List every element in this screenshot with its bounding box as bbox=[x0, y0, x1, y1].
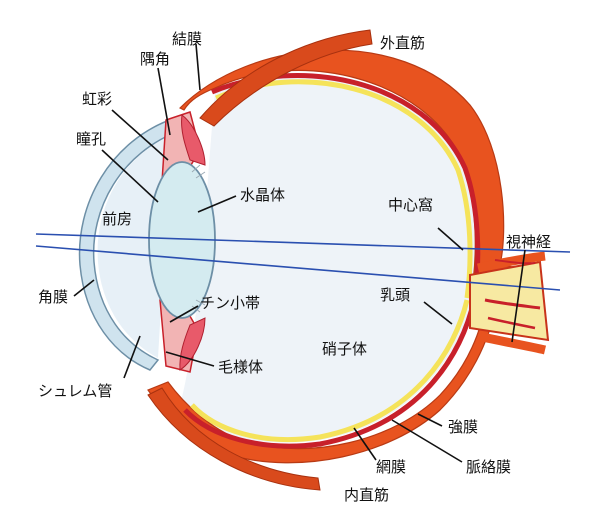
label-schlemm-canal: シュレム管 bbox=[38, 382, 112, 400]
leader-conjunctiva bbox=[196, 44, 200, 90]
label-optic-nerve: 視神経 bbox=[506, 233, 551, 251]
optic-nerve bbox=[470, 262, 548, 340]
label-zonule: チン小帯 bbox=[200, 294, 260, 312]
label-lateral-rectus: 外直筋 bbox=[380, 34, 425, 52]
label-vitreous: 硝子体 bbox=[322, 340, 367, 358]
label-conjunctiva: 結膜 bbox=[172, 30, 202, 48]
label-angle: 隅角 bbox=[140, 50, 170, 68]
label-optic-disc: 乳頭 bbox=[380, 286, 410, 304]
label-retina: 網膜 bbox=[376, 458, 406, 476]
label-iris: 虹彩 bbox=[82, 90, 112, 108]
label-choroid: 脈絡膜 bbox=[466, 458, 511, 476]
label-anterior-chamber: 前房 bbox=[102, 210, 132, 228]
label-medial-rectus: 内直筋 bbox=[344, 486, 389, 504]
label-fovea: 中心窩 bbox=[388, 196, 433, 214]
label-ciliary-body: 毛様体 bbox=[218, 358, 263, 376]
label-cornea: 角膜 bbox=[38, 288, 68, 306]
label-pupil: 瞳孔 bbox=[76, 130, 106, 148]
label-sclera: 強膜 bbox=[448, 418, 478, 436]
label-lens: 水晶体 bbox=[240, 186, 285, 204]
